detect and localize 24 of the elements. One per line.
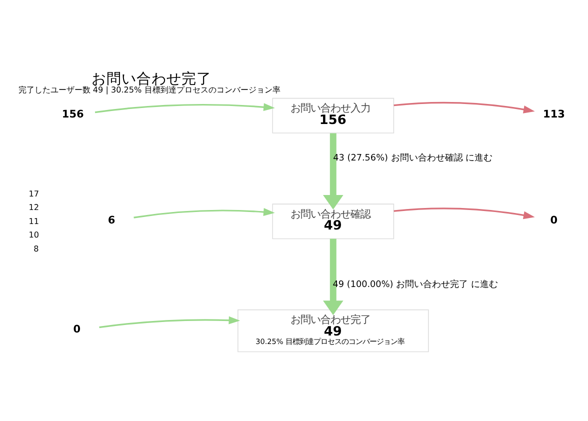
arrow bbox=[94, 103, 275, 114]
caption: 完了したユーザー数 49 | 30.25% 目標到達プロセスのコンバージョン率 bbox=[18, 86, 280, 95]
edge-label: 43 (27.56%) お問い合わせ確認 に進む bbox=[333, 153, 493, 164]
node-text: 156 bbox=[62, 108, 84, 121]
edge-label: 49 (100.00%) お問い合わせ完了 に進む bbox=[332, 280, 498, 290]
arrow bbox=[323, 133, 344, 210]
label: 10 bbox=[28, 230, 40, 240]
label: 12 bbox=[28, 203, 40, 212]
node-box: お問い合わせ確認 49 bbox=[272, 204, 394, 240]
label: 11 bbox=[28, 216, 40, 226]
label: 17 bbox=[28, 189, 40, 198]
node-box: お問い合わせ完了 49 30.25% 目標到達プロセスのコンバージョン率 bbox=[238, 309, 429, 352]
node-text: 113 bbox=[543, 108, 565, 121]
arrow bbox=[323, 238, 344, 316]
arrow bbox=[99, 316, 240, 328]
arrow bbox=[394, 208, 535, 220]
arrow bbox=[134, 208, 275, 218]
node-box: お問い合わせ入力 156 bbox=[272, 98, 394, 134]
label: 8 bbox=[34, 244, 39, 254]
diagram-title: お問い合わせ完了 bbox=[91, 71, 212, 88]
arrow bbox=[394, 102, 535, 114]
node-text: 6 bbox=[108, 214, 116, 226]
node-text: 0 bbox=[550, 214, 558, 226]
node-text: 0 bbox=[73, 324, 81, 336]
